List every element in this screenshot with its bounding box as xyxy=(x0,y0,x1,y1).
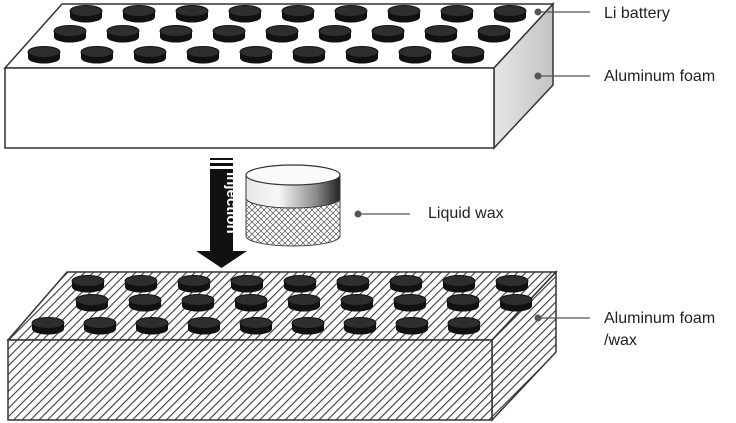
label-aluminum-foam-wax: Aluminum foam /wax xyxy=(604,310,716,349)
battery-cell-top-r1-c2 xyxy=(122,5,156,23)
battery-cell-top-r2-c4 xyxy=(212,25,246,43)
battery-cell-bottom-r3-c1 xyxy=(31,317,65,335)
battery-cell-bottom-r1-c4 xyxy=(230,275,264,293)
battery-cell-top-r2-c3 xyxy=(159,25,193,43)
battery-cell-top-r3-c2 xyxy=(80,46,114,64)
battery-cell-top-r1-c1 xyxy=(69,5,103,23)
aluminum-foam-block xyxy=(3,2,555,150)
battery-cell-bottom-r3-c9 xyxy=(447,317,481,335)
wax-mesh-body xyxy=(245,195,341,247)
battery-cell-bottom-r3-c6 xyxy=(291,317,325,335)
label-aluminum-foam: Aluminum foam xyxy=(604,68,716,85)
battery-cell-bottom-r1-c7 xyxy=(389,275,423,293)
battery-cell-bottom-r1-c5 xyxy=(283,275,317,293)
battery-cell-bottom-r3-c3 xyxy=(135,317,169,335)
battery-cells-top xyxy=(27,5,527,64)
battery-cell-top-r1-c6 xyxy=(334,5,368,23)
battery-cell-bottom-r2-c1 xyxy=(75,294,109,312)
battery-cell-bottom-r2-c2 xyxy=(128,294,162,312)
battery-cell-bottom-r1-c3 xyxy=(177,275,211,293)
label-liquid-wax: Liquid wax xyxy=(428,205,504,222)
battery-cells-bottom xyxy=(31,275,533,335)
label-li-battery: Li battery xyxy=(604,5,670,22)
battery-cell-top-r1-c4 xyxy=(228,5,262,23)
battery-cell-bottom-r3-c8 xyxy=(395,317,429,335)
battery-cell-top-r2-c2 xyxy=(106,25,140,43)
battery-cell-top-r1-c8 xyxy=(440,5,474,23)
battery-cell-bottom-r3-c5 xyxy=(239,317,273,335)
battery-cell-bottom-r3-c7 xyxy=(343,317,377,335)
battery-cell-top-r2-c9 xyxy=(477,25,511,43)
battery-cell-top-r1-c9 xyxy=(493,5,527,23)
battery-cell-top-r1-c3 xyxy=(175,5,209,23)
battery-cell-top-r1-c7 xyxy=(387,5,421,23)
battery-cell-top-r2-c7 xyxy=(371,25,405,43)
callout-lines xyxy=(358,11,590,319)
battery-cell-top-r3-c6 xyxy=(292,46,326,64)
callout-dots xyxy=(354,8,542,322)
battery-cell-bottom-r1-c8 xyxy=(442,275,476,293)
battery-cell-top-r3-c8 xyxy=(398,46,432,64)
battery-cell-top-r1-c5 xyxy=(281,5,315,23)
battery-cell-top-r2-c1 xyxy=(53,25,87,43)
injection-label: Injection xyxy=(223,172,240,234)
battery-cell-top-r3-c9 xyxy=(451,46,485,64)
battery-cell-top-r2-c6 xyxy=(318,25,352,43)
battery-cell-bottom-r1-c2 xyxy=(124,275,158,293)
foam-wax-front-face xyxy=(7,339,493,421)
battery-cell-top-r3-c1 xyxy=(27,46,61,64)
battery-cell-top-r3-c5 xyxy=(239,46,273,64)
foam-wax-block xyxy=(6,270,558,422)
battery-cell-bottom-r2-c8 xyxy=(446,294,480,312)
foam-front-face xyxy=(4,67,495,149)
battery-cell-bottom-r1-c9 xyxy=(495,275,529,293)
battery-cell-bottom-r3-c4 xyxy=(187,317,221,335)
battery-cell-top-r3-c4 xyxy=(186,46,220,64)
battery-cell-bottom-r2-c7 xyxy=(393,294,427,312)
battery-cell-bottom-r1-c6 xyxy=(336,275,370,293)
battery-cell-bottom-r1-c1 xyxy=(71,275,105,293)
injection-arrow: Injection xyxy=(196,158,247,268)
battery-cell-top-r3-c3 xyxy=(133,46,167,64)
battery-cell-bottom-r2-c3 xyxy=(181,294,215,312)
liquid-wax-container xyxy=(245,164,341,247)
battery-cell-bottom-r2-c4 xyxy=(234,294,268,312)
battery-cell-bottom-r3-c2 xyxy=(83,317,117,335)
battery-cell-bottom-r2-c9 xyxy=(499,294,533,312)
battery-cell-bottom-r2-c5 xyxy=(287,294,321,312)
battery-cell-top-r3-c7 xyxy=(345,46,379,64)
battery-cell-top-r2-c5 xyxy=(265,25,299,43)
battery-cell-top-r2-c8 xyxy=(424,25,458,43)
wax-container-rim xyxy=(245,164,341,186)
battery-cell-bottom-r2-c6 xyxy=(340,294,374,312)
